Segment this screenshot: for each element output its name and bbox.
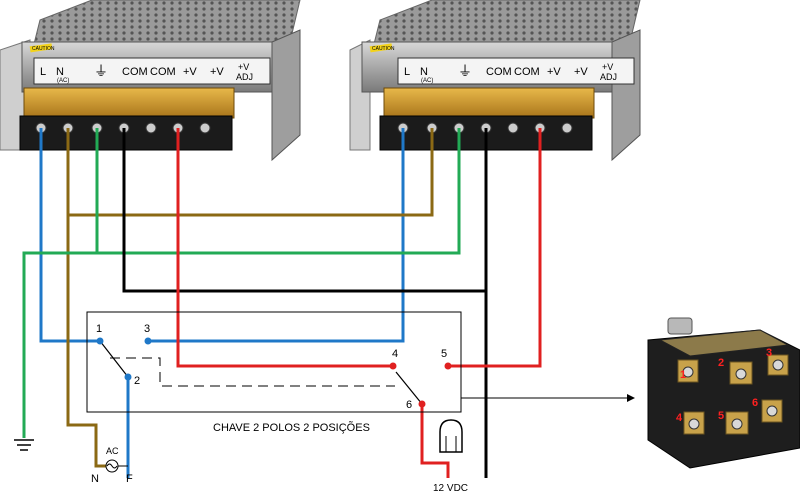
power-supply-1: CAUTION L N (AC) ⏚ COM COM +V +V +V ADJ xyxy=(0,0,301,162)
terminal-cover xyxy=(383,87,595,119)
photo-label-3: 3 xyxy=(766,347,772,359)
label-l: L xyxy=(40,66,46,78)
label-ac: (AC) xyxy=(421,78,433,84)
sine-wave-icon xyxy=(106,463,118,469)
ground-icon xyxy=(14,439,34,451)
output-voltage-label: 12 VDC xyxy=(433,483,468,494)
terminal-label-5: 5 xyxy=(441,348,447,360)
terminal-dot-3 xyxy=(144,337,152,345)
photo-label-5: 5 xyxy=(718,410,724,422)
label-plus-v-2: +V xyxy=(574,66,588,78)
terminal-label-4: 4 xyxy=(392,348,398,360)
terminal-dot-4 xyxy=(389,362,397,370)
terminal-label-3: 3 xyxy=(144,323,150,335)
wire-red-psu2-to-t5 xyxy=(448,128,542,368)
switch-diagram: 1 2 3 4 5 6 CHAVE 2 POLOS 2 POSIÇÕES xyxy=(86,311,462,434)
toggle-switch-photo: 1 2 3 4 5 6 xyxy=(647,317,800,469)
caution-sticker xyxy=(369,43,393,53)
ac-label: AC xyxy=(106,446,119,456)
label-com-2: COM xyxy=(514,66,540,78)
ac-source: AC N F xyxy=(91,446,133,485)
wire-red-psu1-to-t4 xyxy=(176,128,393,368)
label-adj: ADJ xyxy=(236,72,253,82)
label-plus-v-1: +V xyxy=(547,66,561,78)
wire-black-com xyxy=(122,128,486,293)
switch-lever-2 xyxy=(395,371,423,405)
photo-label-1: 1 xyxy=(680,369,686,381)
photo-label-4: 4 xyxy=(676,412,683,424)
caution-text: CAUTION xyxy=(372,46,395,52)
label-plus-v-2: +V xyxy=(210,66,224,78)
photo-label-6: 6 xyxy=(752,397,758,409)
wire-green-ground xyxy=(22,128,461,438)
terminal-dot-1 xyxy=(96,337,104,345)
lamp-icon xyxy=(439,419,463,453)
caution-text: CAUTION xyxy=(32,46,55,52)
terminal-label-2: 2 xyxy=(134,375,140,387)
terminal-dot-6 xyxy=(418,400,426,408)
label-ac: (AC) xyxy=(57,78,69,84)
label-com-2: COM xyxy=(150,66,176,78)
label-strip: L N (AC) ⏚ COM COM +V +V +V ADJ xyxy=(397,57,635,85)
terminal-cover xyxy=(23,87,235,119)
wire-blue-psu2-to-t3 xyxy=(148,128,405,343)
ground-symbol-icon: ⏚ xyxy=(94,63,108,79)
label-plus-v-adj: +V xyxy=(602,62,613,72)
terminal-label-1: 1 xyxy=(96,323,102,335)
toggle-lever xyxy=(667,317,693,335)
label-n: N xyxy=(420,66,428,78)
wire-red-t6-output xyxy=(420,404,450,478)
ground-symbol-icon: ⏚ xyxy=(458,63,472,79)
switch-plate xyxy=(658,329,790,357)
ac-n-label: N xyxy=(91,473,99,485)
label-n: N xyxy=(56,66,64,78)
switch-lever-1 xyxy=(99,340,129,378)
label-plus-v-1: +V xyxy=(183,66,197,78)
switch-box xyxy=(86,311,462,413)
label-strip: L N (AC) ⏚ COM COM +V +V +V ADJ xyxy=(33,57,271,85)
caution-sticker xyxy=(29,43,53,53)
terminal-dot-2 xyxy=(124,373,132,381)
terminal-dot-5 xyxy=(444,362,452,370)
label-com-1: COM xyxy=(122,66,148,78)
ac-f-label: F xyxy=(126,473,133,485)
terminal-label-6: 6 xyxy=(406,399,412,411)
lug-screws xyxy=(682,359,784,430)
switch-caption: CHAVE 2 POLOS 2 POSIÇÕES xyxy=(213,421,370,434)
wire-brown-line-ac xyxy=(66,128,106,468)
label-com-1: COM xyxy=(486,66,512,78)
wire-brown-psu2-line xyxy=(68,128,434,217)
wire-blue-psu1-to-t1 xyxy=(39,128,100,343)
photo-label-2: 2 xyxy=(718,357,724,369)
mechanical-link xyxy=(110,357,395,387)
lamp-load: 12 VDC xyxy=(433,419,468,494)
label-l: L xyxy=(404,66,410,78)
label-adj: ADJ xyxy=(600,72,617,82)
power-supply-2: CAUTION L N (AC) ⏚ COM COM +V +V +V ADJ xyxy=(349,0,641,162)
label-plus-v-adj: +V xyxy=(238,62,249,72)
